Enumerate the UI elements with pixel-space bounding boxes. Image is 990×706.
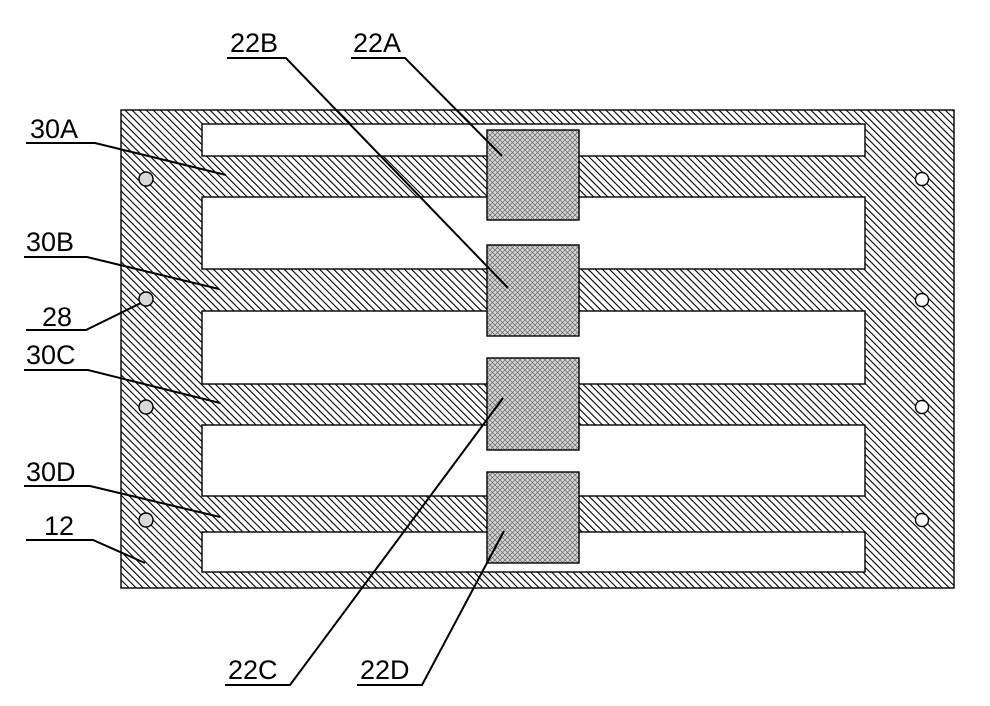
hole-left-2 (138, 291, 154, 307)
hole-left-4 (138, 512, 154, 528)
leader-22b (227, 57, 509, 289)
label-30a: 30A (30, 114, 78, 144)
leader-lines (24, 57, 509, 686)
hole-right-2 (914, 292, 930, 308)
label-30d: 30D (26, 457, 76, 487)
label-30b: 30B (26, 227, 74, 257)
leader-22c (225, 397, 504, 686)
label-22c: 22C (228, 655, 278, 685)
leader-30d (24, 485, 221, 518)
pad-22d (486, 471, 580, 564)
leader-22a (351, 57, 503, 157)
leader-30a (26, 142, 227, 176)
label-22d: 22D (360, 655, 410, 685)
leader-30b (24, 256, 220, 290)
label-30c: 30C (26, 340, 76, 370)
label-12: 12 (44, 511, 74, 541)
hole-right-1 (914, 171, 930, 187)
pads (486, 129, 580, 564)
leader-30c (24, 369, 221, 404)
reference-labels: 22B 22A 30A 30B 28 30C 30D 12 22C 22D (26, 28, 410, 685)
pad-22a (486, 129, 580, 221)
leader-12 (26, 539, 146, 564)
label-28: 28 (42, 302, 72, 332)
label-22b: 22B (230, 28, 278, 58)
hole-right-4 (914, 512, 930, 528)
leader-28 (26, 302, 142, 331)
hole-right-3 (914, 399, 930, 415)
holes (138, 171, 930, 528)
label-22a: 22A (353, 28, 401, 58)
pad-22c (486, 357, 580, 451)
pad-22b (486, 244, 580, 337)
hole-left-3 (138, 399, 154, 415)
leader-22d (357, 530, 505, 686)
hole-left-1 (138, 171, 154, 187)
